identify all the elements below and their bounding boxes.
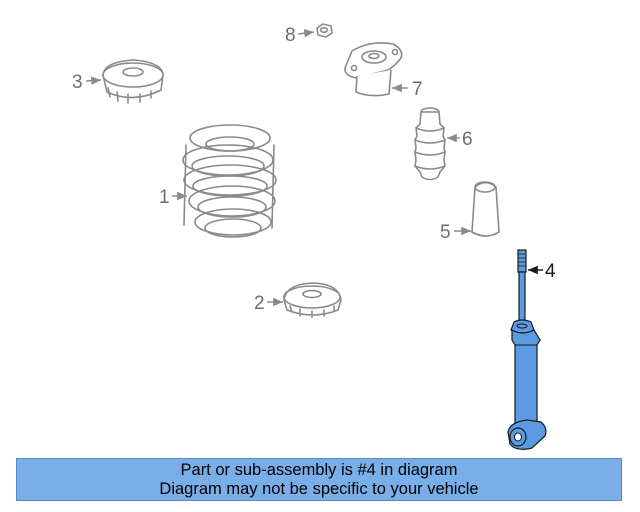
info-banner: Part or sub-assembly is #4 in diagram Di…: [16, 458, 622, 501]
callout-3[interactable]: 3: [72, 72, 83, 93]
part-7-strut-mount[interactable]: [344, 42, 403, 97]
banner-disclaimer: Diagram may not be specific to your vehi…: [159, 480, 479, 498]
part-1-coil-spring[interactable]: [182, 124, 277, 238]
callout-1[interactable]: 1: [159, 187, 170, 208]
callout-5[interactable]: 5: [440, 222, 451, 243]
callout-2[interactable]: 2: [254, 293, 265, 314]
callout-4[interactable]: 4: [545, 261, 556, 282]
callout-7[interactable]: 7: [412, 79, 423, 100]
part-4-shock-absorber[interactable]: [507, 249, 547, 450]
part-3-upper-spring-seat[interactable]: [102, 59, 164, 104]
leader-8: [297, 29, 315, 38]
part-2-lower-spring-seat[interactable]: [283, 282, 342, 318]
part-5-dust-boot[interactable]: [471, 181, 500, 237]
banner-part-message: Part or sub-assembly is #4 in diagram: [180, 461, 458, 479]
callout-8[interactable]: 8: [285, 25, 296, 46]
leader-3: [85, 76, 102, 85]
callout-6[interactable]: 6: [462, 129, 473, 150]
part-8-nut[interactable]: [316, 23, 333, 38]
part-6-bump-stop[interactable]: [414, 107, 446, 181]
